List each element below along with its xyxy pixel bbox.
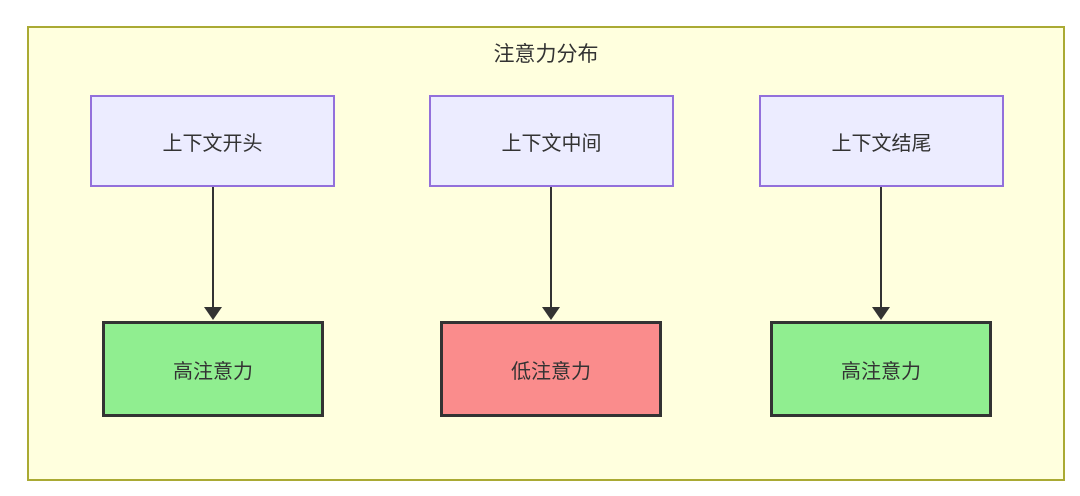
attention-distribution-diagram: 注意力分布 上下文开头 上下文中间 上下文结尾 高注意力 低注意力 高注意力 [27, 26, 1065, 481]
arrow-middle-to-attention [542, 187, 560, 320]
node-context-middle: 上下文中间 [429, 95, 674, 187]
node-high-attention-right: 高注意力 [770, 321, 992, 417]
arrow-end-to-attention [872, 187, 890, 320]
node-context-start: 上下文开头 [90, 95, 335, 187]
diagram-title: 注意力分布 [493, 43, 599, 66]
node-low-attention-middle: 低注意力 [440, 321, 662, 417]
arrow-start-to-attention [204, 187, 222, 320]
node-context-end: 上下文结尾 [759, 95, 1004, 187]
node-high-attention-left: 高注意力 [102, 321, 324, 417]
